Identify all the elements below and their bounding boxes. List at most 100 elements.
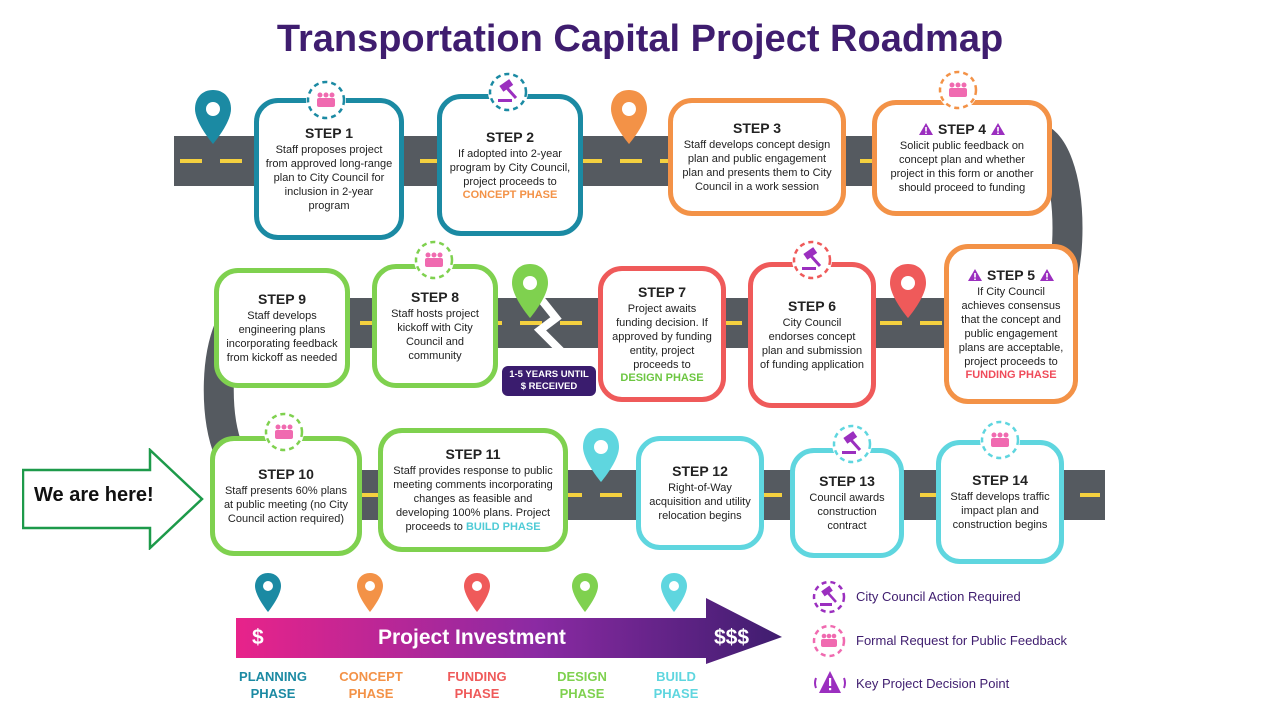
- step-description: Staff presents 60% plans at public meeti…: [223, 485, 349, 525]
- planning-phase-label: PLANNING PHASE: [228, 668, 318, 702]
- gavel-icon: [792, 240, 832, 280]
- decision-alert-icon: [1040, 269, 1054, 281]
- step-heading: STEP 7: [638, 284, 686, 300]
- step-description: If City Council achieves consensus that …: [958, 286, 1064, 368]
- step-heading: STEP 8: [411, 289, 459, 305]
- legend-council-text: City Council Action Required: [856, 589, 1021, 604]
- step-heading: STEP 11: [445, 446, 501, 462]
- step-5-card: STEP 5 If City Council achieves consensu…: [944, 244, 1078, 404]
- step-6-card: STEP 6 City Council endorses concept pla…: [748, 262, 876, 408]
- step-description: Staff develops concept design plan and p…: [682, 139, 832, 193]
- decision-alert-icon: [991, 123, 1005, 135]
- build-pin-icon: [661, 573, 687, 612]
- step-11-card: STEP 11 Staff provides response to publi…: [378, 428, 568, 552]
- phase-line1: CONCEPT: [339, 669, 403, 684]
- step-heading: STEP 12: [672, 463, 728, 479]
- legend-public-feedback-icon: [812, 624, 846, 658]
- step-description: Right-of-Way acquisition and utility rel…: [649, 482, 751, 522]
- you-are-here-label: We are here!: [34, 484, 154, 506]
- public-feedback-icon: [306, 80, 346, 120]
- build-phase-label: BUILD PHASE: [631, 668, 721, 702]
- step-description-wrap: Staff provides response to public meetin…: [389, 464, 557, 534]
- step-heading-row: STEP 5: [967, 267, 1055, 283]
- phase-line2: PHASE: [454, 686, 500, 701]
- legend-decision-text: Key Project Decision Point: [856, 676, 1010, 691]
- step-description: Council awards construction contract: [809, 492, 885, 532]
- step-heading: STEP 3: [733, 120, 781, 136]
- phase-highlight: CONCEPT PHASE: [462, 189, 558, 201]
- funding-pin-icon: [464, 573, 490, 612]
- public-feedback-icon: [980, 420, 1020, 460]
- phase-line1: DESIGN: [557, 669, 607, 684]
- step-4-card: STEP 4 Solicit public feedback on concep…: [872, 100, 1052, 216]
- funding-phase-label: FUNDING PHASE: [432, 668, 522, 702]
- step-description: City Council endorses concept plan and s…: [760, 317, 864, 371]
- phase-highlight: DESIGN PHASE: [620, 372, 704, 384]
- step-heading: STEP 1: [305, 125, 353, 141]
- legend-decision-icon: [814, 671, 846, 693]
- phase-line1: BUILD: [656, 669, 696, 684]
- step-3-card: STEP 3 Staff develops concept design pla…: [668, 98, 846, 216]
- phase-highlight: BUILD PHASE: [465, 521, 541, 533]
- step-heading: STEP 4: [938, 121, 986, 137]
- step-heading: STEP 13: [819, 473, 875, 489]
- investment-high-label: $$$: [714, 626, 750, 649]
- step-8-card: STEP 8 Staff hosts project kickoff with …: [372, 264, 498, 388]
- phase-line2: PHASE: [250, 686, 296, 701]
- step-description: Solicit public feedback on concept plan …: [890, 140, 1034, 194]
- investment-label: Project Investment: [378, 626, 566, 649]
- legend-gavel-icon: [812, 580, 846, 614]
- funding-wait-line2: $ RECEIVED: [520, 381, 578, 392]
- phase-line1: PLANNING: [239, 669, 307, 684]
- step-heading-row: STEP 4: [918, 121, 1006, 137]
- step-7-card: STEP 7 Project awaits funding decision. …: [598, 266, 726, 402]
- phase-line2: PHASE: [348, 686, 394, 701]
- step-heading: STEP 14: [972, 472, 1028, 488]
- legend-public-text: Formal Request for Public Feedback: [856, 633, 1067, 648]
- phase-line1: FUNDING: [447, 669, 507, 684]
- step-description: If adopted into 2-year program by City C…: [449, 148, 571, 188]
- map-pin-icon: [890, 264, 926, 318]
- step-description: Project awaits funding decision. If appr…: [612, 303, 712, 371]
- decision-alert-icon: [919, 123, 933, 135]
- step-heading: STEP 10: [258, 466, 314, 482]
- phase-highlight: FUNDING PHASE: [965, 369, 1057, 381]
- step-description: Staff hosts project kickoff with City Co…: [391, 308, 479, 362]
- step-description: Staff develops engineering plans incorpo…: [226, 310, 338, 364]
- map-pin-icon: [583, 428, 619, 482]
- investment-arrow: [236, 598, 782, 664]
- step-1-card: STEP 1 Staff proposes project from appro…: [254, 98, 404, 240]
- step-9-card: STEP 9 Staff develops engineering plans …: [214, 268, 350, 388]
- design-pin-icon: [572, 573, 598, 612]
- step-10-card: STEP 10 Staff presents 60% plans at publ…: [210, 436, 362, 556]
- page-title: Transportation Capital Project Roadmap: [276, 18, 1004, 60]
- funding-wait-note: 1-5 YEARS UNTIL $ RECEIVED: [502, 366, 596, 396]
- step-description: Staff provides response to public meetin…: [393, 465, 553, 533]
- step-heading: STEP 6: [788, 298, 836, 314]
- decision-alert-icon: [968, 269, 982, 281]
- concept-pin-icon: [357, 573, 383, 612]
- design-phase-label: DESIGN PHASE: [537, 668, 627, 702]
- map-pin-icon: [512, 264, 548, 318]
- you-are-here-arrow-icon: [22, 448, 204, 550]
- public-feedback-icon: [938, 70, 978, 110]
- step-14-card: STEP 14 Staff develops traffic impact pl…: [936, 440, 1064, 564]
- funding-wait-line1: 1-5 YEARS UNTIL: [509, 369, 589, 380]
- step-description: Staff proposes project from approved lon…: [265, 144, 393, 212]
- public-feedback-icon: [414, 240, 454, 280]
- phase-line2: PHASE: [653, 686, 699, 701]
- step-heading: STEP 5: [987, 267, 1035, 283]
- gavel-icon: [488, 72, 528, 112]
- step-heading: STEP 2: [486, 129, 534, 145]
- step-12-card: STEP 12 Right-of-Way acquisition and uti…: [636, 436, 764, 550]
- concept-phase-label: CONCEPT PHASE: [326, 668, 416, 702]
- phase-line2: PHASE: [559, 686, 605, 701]
- public-feedback-icon: [264, 412, 304, 452]
- investment-low-label: $: [252, 626, 264, 649]
- map-pin-icon: [611, 90, 647, 144]
- step-2-card: STEP 2 If adopted into 2-year program by…: [437, 94, 583, 236]
- planning-pin-icon: [255, 573, 281, 612]
- gavel-icon: [832, 424, 872, 464]
- step-13-card: STEP 13 Council awards construction cont…: [790, 448, 904, 558]
- map-pin-icon: [195, 90, 231, 144]
